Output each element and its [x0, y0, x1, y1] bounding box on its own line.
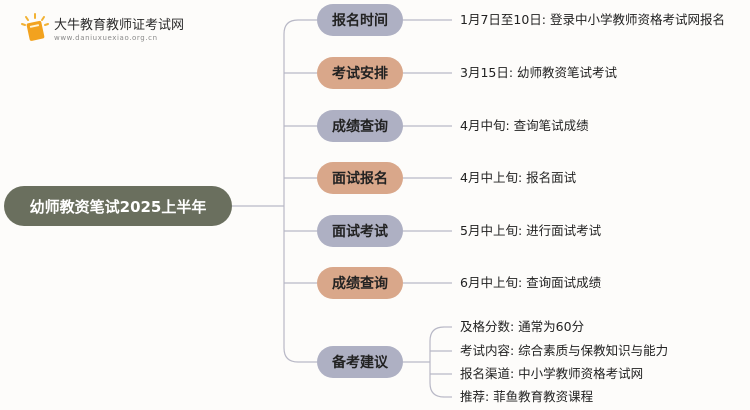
- leaf-interview-score: 6月中上旬: 查询面试成绩: [460, 275, 602, 290]
- branch-node-interview-registration: 面试报名: [317, 162, 403, 194]
- leaf-passing-score: 及格分数: 通常为60分: [460, 319, 585, 334]
- branch-node-exam-schedule: 考试安排: [317, 57, 403, 89]
- branch-node-prep-advice: 备考建议: [317, 346, 403, 378]
- branch-node-registration: 报名时间: [317, 4, 403, 36]
- leaf-interview-registration: 4月中上旬: 报名面试: [460, 170, 577, 185]
- brand-name: 大牛教育教师证考试网: [54, 18, 185, 33]
- branch-node-written-score: 成绩查询: [317, 110, 403, 142]
- branch-node-interview-exam: 面试考试: [317, 215, 403, 247]
- brand-url: www.daniuxuexiao.org.cn: [54, 34, 158, 42]
- branch-node-interview-score: 成绩查询: [317, 267, 403, 299]
- book-icon: [21, 13, 49, 41]
- brand-logo: 大牛教育教师证考试网 www.daniuxuexiao.org.cn: [20, 12, 200, 48]
- leaf-exam-schedule: 3月15日: 幼师教资笔试考试: [460, 65, 618, 80]
- leaf-written-score: 4月中旬: 查询笔试成绩: [460, 118, 589, 133]
- leaf-registration-channel: 报名渠道: 中小学教师资格考试网: [460, 366, 644, 381]
- root-node: 幼师教资笔试2025上半年: [4, 186, 232, 226]
- leaf-registration: 1月7日至10日: 登录中小学教师资格考试网报名: [460, 12, 725, 27]
- leaf-exam-content: 考试内容: 综合素质与保教知识与能力: [460, 343, 669, 358]
- leaf-interview-exam: 5月中上旬: 进行面试考试: [460, 223, 602, 238]
- leaf-recommendation: 推荐: 菲鱼教育教资课程: [460, 389, 594, 404]
